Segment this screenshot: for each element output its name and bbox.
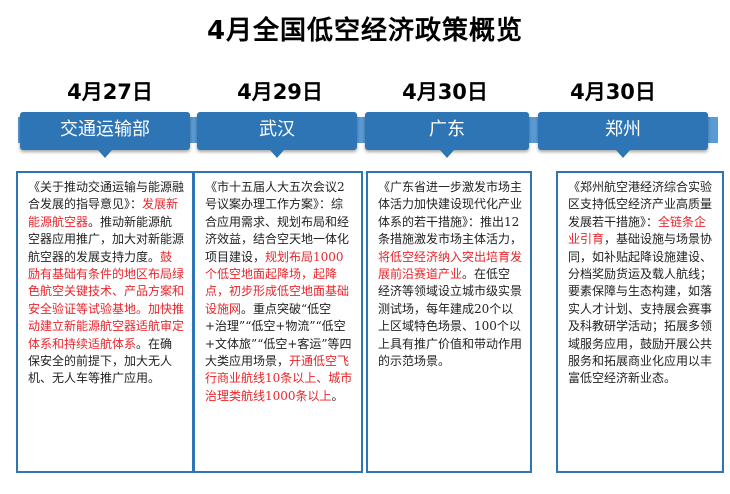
policy-segment: 开通低空飞行商业航线10条以上、城市治理类航线1000条以上 bbox=[205, 354, 353, 403]
org-tab-2: 武汉 bbox=[197, 112, 357, 158]
date-col-2: 4月29日 bbox=[237, 80, 323, 104]
policy-segment: 《郑州航空港经济综合实验区支持低空经济产业高质量发展若干措施》： bbox=[568, 180, 713, 229]
date-col-4: 4月30日 bbox=[570, 80, 656, 104]
policy-segment: 发展新能源航空器 bbox=[28, 197, 179, 229]
policy-segment: 《广东省进一步激发市场主体活力加快建设现代化产业体系的若干措施》：推出12条措施… bbox=[378, 180, 523, 247]
policy-segment: 《市十五届人大五次会议2号议案办理工作方案》：综合应用需求、规划布局和经济效益，… bbox=[205, 180, 350, 264]
policy-segment: 《关于推动交通运输与能源融合发展的指导意见》： bbox=[28, 180, 185, 212]
page-title: 4月全国低空经济政策概览 bbox=[206, 16, 524, 46]
org-tab-4: 郑州 bbox=[538, 112, 708, 158]
policy-segment: 将低空经济纳入突出培育发展前沿赛道产业 bbox=[378, 249, 523, 282]
policy-card-4: 《郑州航空港经济综合实验区支持低空经济产业高质量发展若干措施》：全链条企业引育，… bbox=[556, 171, 724, 473]
policy-segment: 。在确保安全的前提下，加大无人机、无人车等推广应用。 bbox=[28, 336, 173, 386]
date-col-1: 4月27日 bbox=[67, 80, 153, 104]
policy-segment: 。在低空经济等领域设立城市级实景测试场，每年建成20个以上区域特色场景、100个… bbox=[378, 267, 523, 369]
policy-segment: 鼓励有基础有条件的地区布局绿色航空关键技术、产品方案和安全验证等试验基地。加快推… bbox=[28, 249, 185, 351]
policy-text-3: 《广东省进一步激发市场主体活力加快建设现代化产业体系的若干措施》：推出12条措施… bbox=[378, 179, 522, 370]
policy-text-1: 《关于推动交通运输与能源融合发展的指导意见》：发展新能源航空器。推动新能源航空器… bbox=[28, 179, 184, 388]
policy-card-3: 《广东省进一步激发市场主体活力加快建设现代化产业体系的若干措施》：推出12条措施… bbox=[366, 171, 532, 473]
org-tab-1: 交通运输部 bbox=[20, 112, 190, 158]
policy-card-1: 《关于推动交通运输与能源融合发展的指导意见》：发展新能源航空器。推动新能源航空器… bbox=[16, 171, 194, 473]
policy-segment: 。重点突破“低空+治理”“低空+物流”“低空+文体旅”“低空+客运”等四大类应用… bbox=[205, 301, 352, 369]
policy-segment: 。 bbox=[331, 388, 344, 403]
policy-segment: ，基础设施与场景协同，如补贴起降设施建设、分档奖励货运及载人航线；要素保障与生态… bbox=[568, 232, 713, 386]
org-tab-3: 广东 bbox=[365, 112, 529, 158]
policy-text-4: 《郑州航空港经济综合实验区支持低空经济产业高质量发展若干措施》：全链条企业引育，… bbox=[568, 179, 714, 388]
date-col-3: 4月30日 bbox=[402, 80, 488, 104]
policy-text-2: 《市十五届人大五次会议2号议案办理工作方案》：综合应用需求、规划布局和经济效益，… bbox=[205, 179, 353, 405]
policy-segment: 全链条企业引育 bbox=[568, 214, 707, 247]
policy-segment: 规划布局1000个低空地面起降场，起降点，初步形成低空地面基础设施网 bbox=[205, 249, 350, 316]
policy-segment: 。推动新能源航空器应用推广，加大对新能源航空器的发展支持力度。 bbox=[28, 214, 185, 264]
policy-card-2: 《市十五届人大五次会议2号议案办理工作方案》：综合应用需求、规划布局和经济效益，… bbox=[193, 171, 363, 473]
